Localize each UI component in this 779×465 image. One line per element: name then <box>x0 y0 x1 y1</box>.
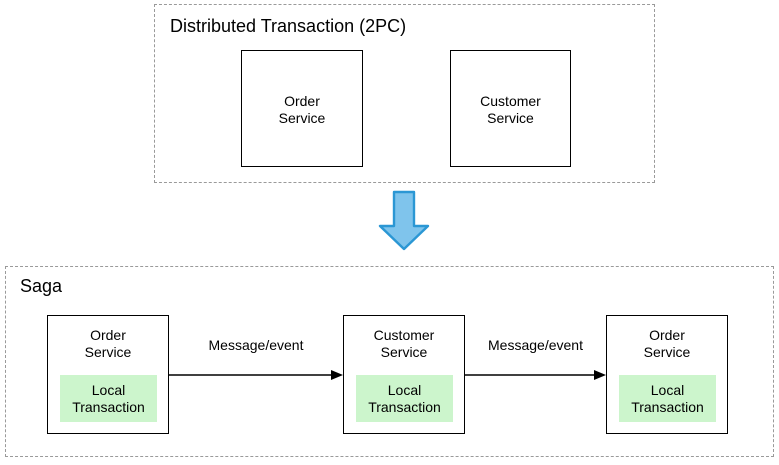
flow-label-message-event-1: Message/event <box>208 337 304 353</box>
group-distributed-transaction <box>154 4 655 183</box>
local-transaction-block: Local Transaction <box>356 375 453 422</box>
service-label-customer-service: Customer Service <box>373 327 435 360</box>
service-box-saga-customer-service[interactable]: Customer Service Local Transaction <box>343 315 465 434</box>
service-label-order-service: Order Service <box>84 327 132 360</box>
service-label-order-service: Order Service <box>643 327 691 360</box>
service-box-customer-service-2pc[interactable]: Customer Service <box>450 50 571 167</box>
local-transaction-block: Local Transaction <box>60 375 157 422</box>
service-label-customer-service: Customer Service <box>480 93 541 126</box>
service-label-order-service: Order Service <box>278 93 326 126</box>
group-saga-title: Saga <box>20 276 63 296</box>
flow-arrow-2 <box>465 368 606 382</box>
service-box-saga-order-service-2[interactable]: Order Service Local Transaction <box>606 315 728 434</box>
group-distributed-transaction-title: Distributed Transaction (2PC) <box>170 16 407 36</box>
service-box-order-service-2pc[interactable]: Order Service <box>241 50 363 167</box>
flow-arrow-1 <box>169 368 343 382</box>
flow-label-message-event-2: Message/event <box>488 337 583 353</box>
down-arrow-icon <box>376 190 432 252</box>
service-box-saga-order-service-1[interactable]: Order Service Local Transaction <box>47 315 169 434</box>
group-saga <box>5 266 774 457</box>
local-transaction-block: Local Transaction <box>619 375 716 422</box>
